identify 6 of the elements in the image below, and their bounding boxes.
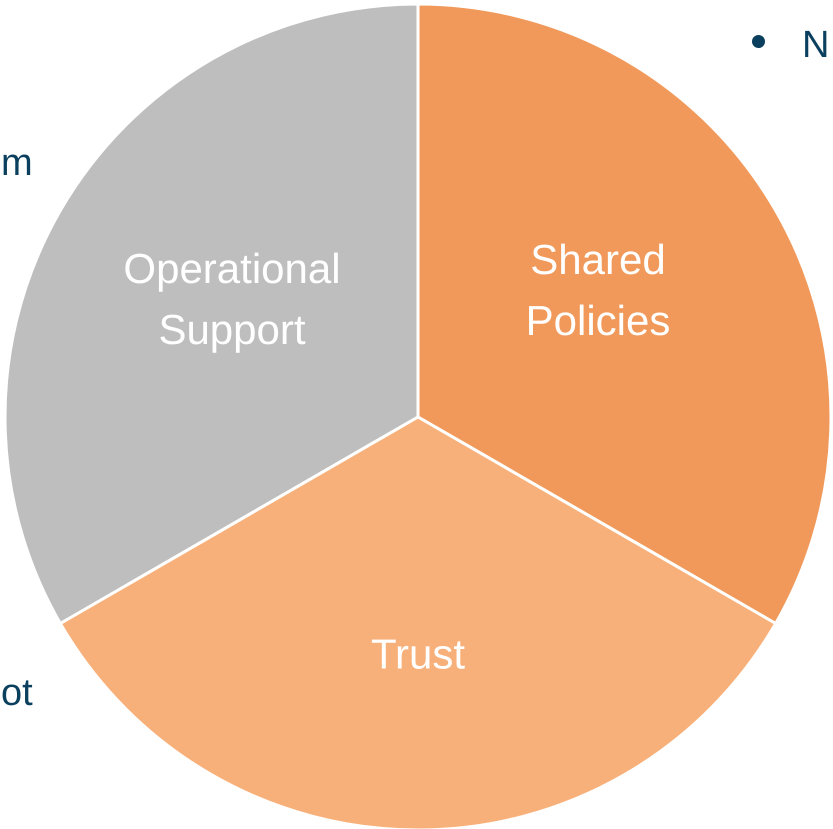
- slice-label: Operational Support: [122, 244, 342, 355]
- slice-label: Trust: [370, 630, 466, 680]
- text-fragment: N: [802, 26, 830, 64]
- slice-label: Shared Policies: [524, 235, 672, 346]
- text-fragment: m: [1, 144, 33, 182]
- text-fragment: ot: [1, 674, 33, 712]
